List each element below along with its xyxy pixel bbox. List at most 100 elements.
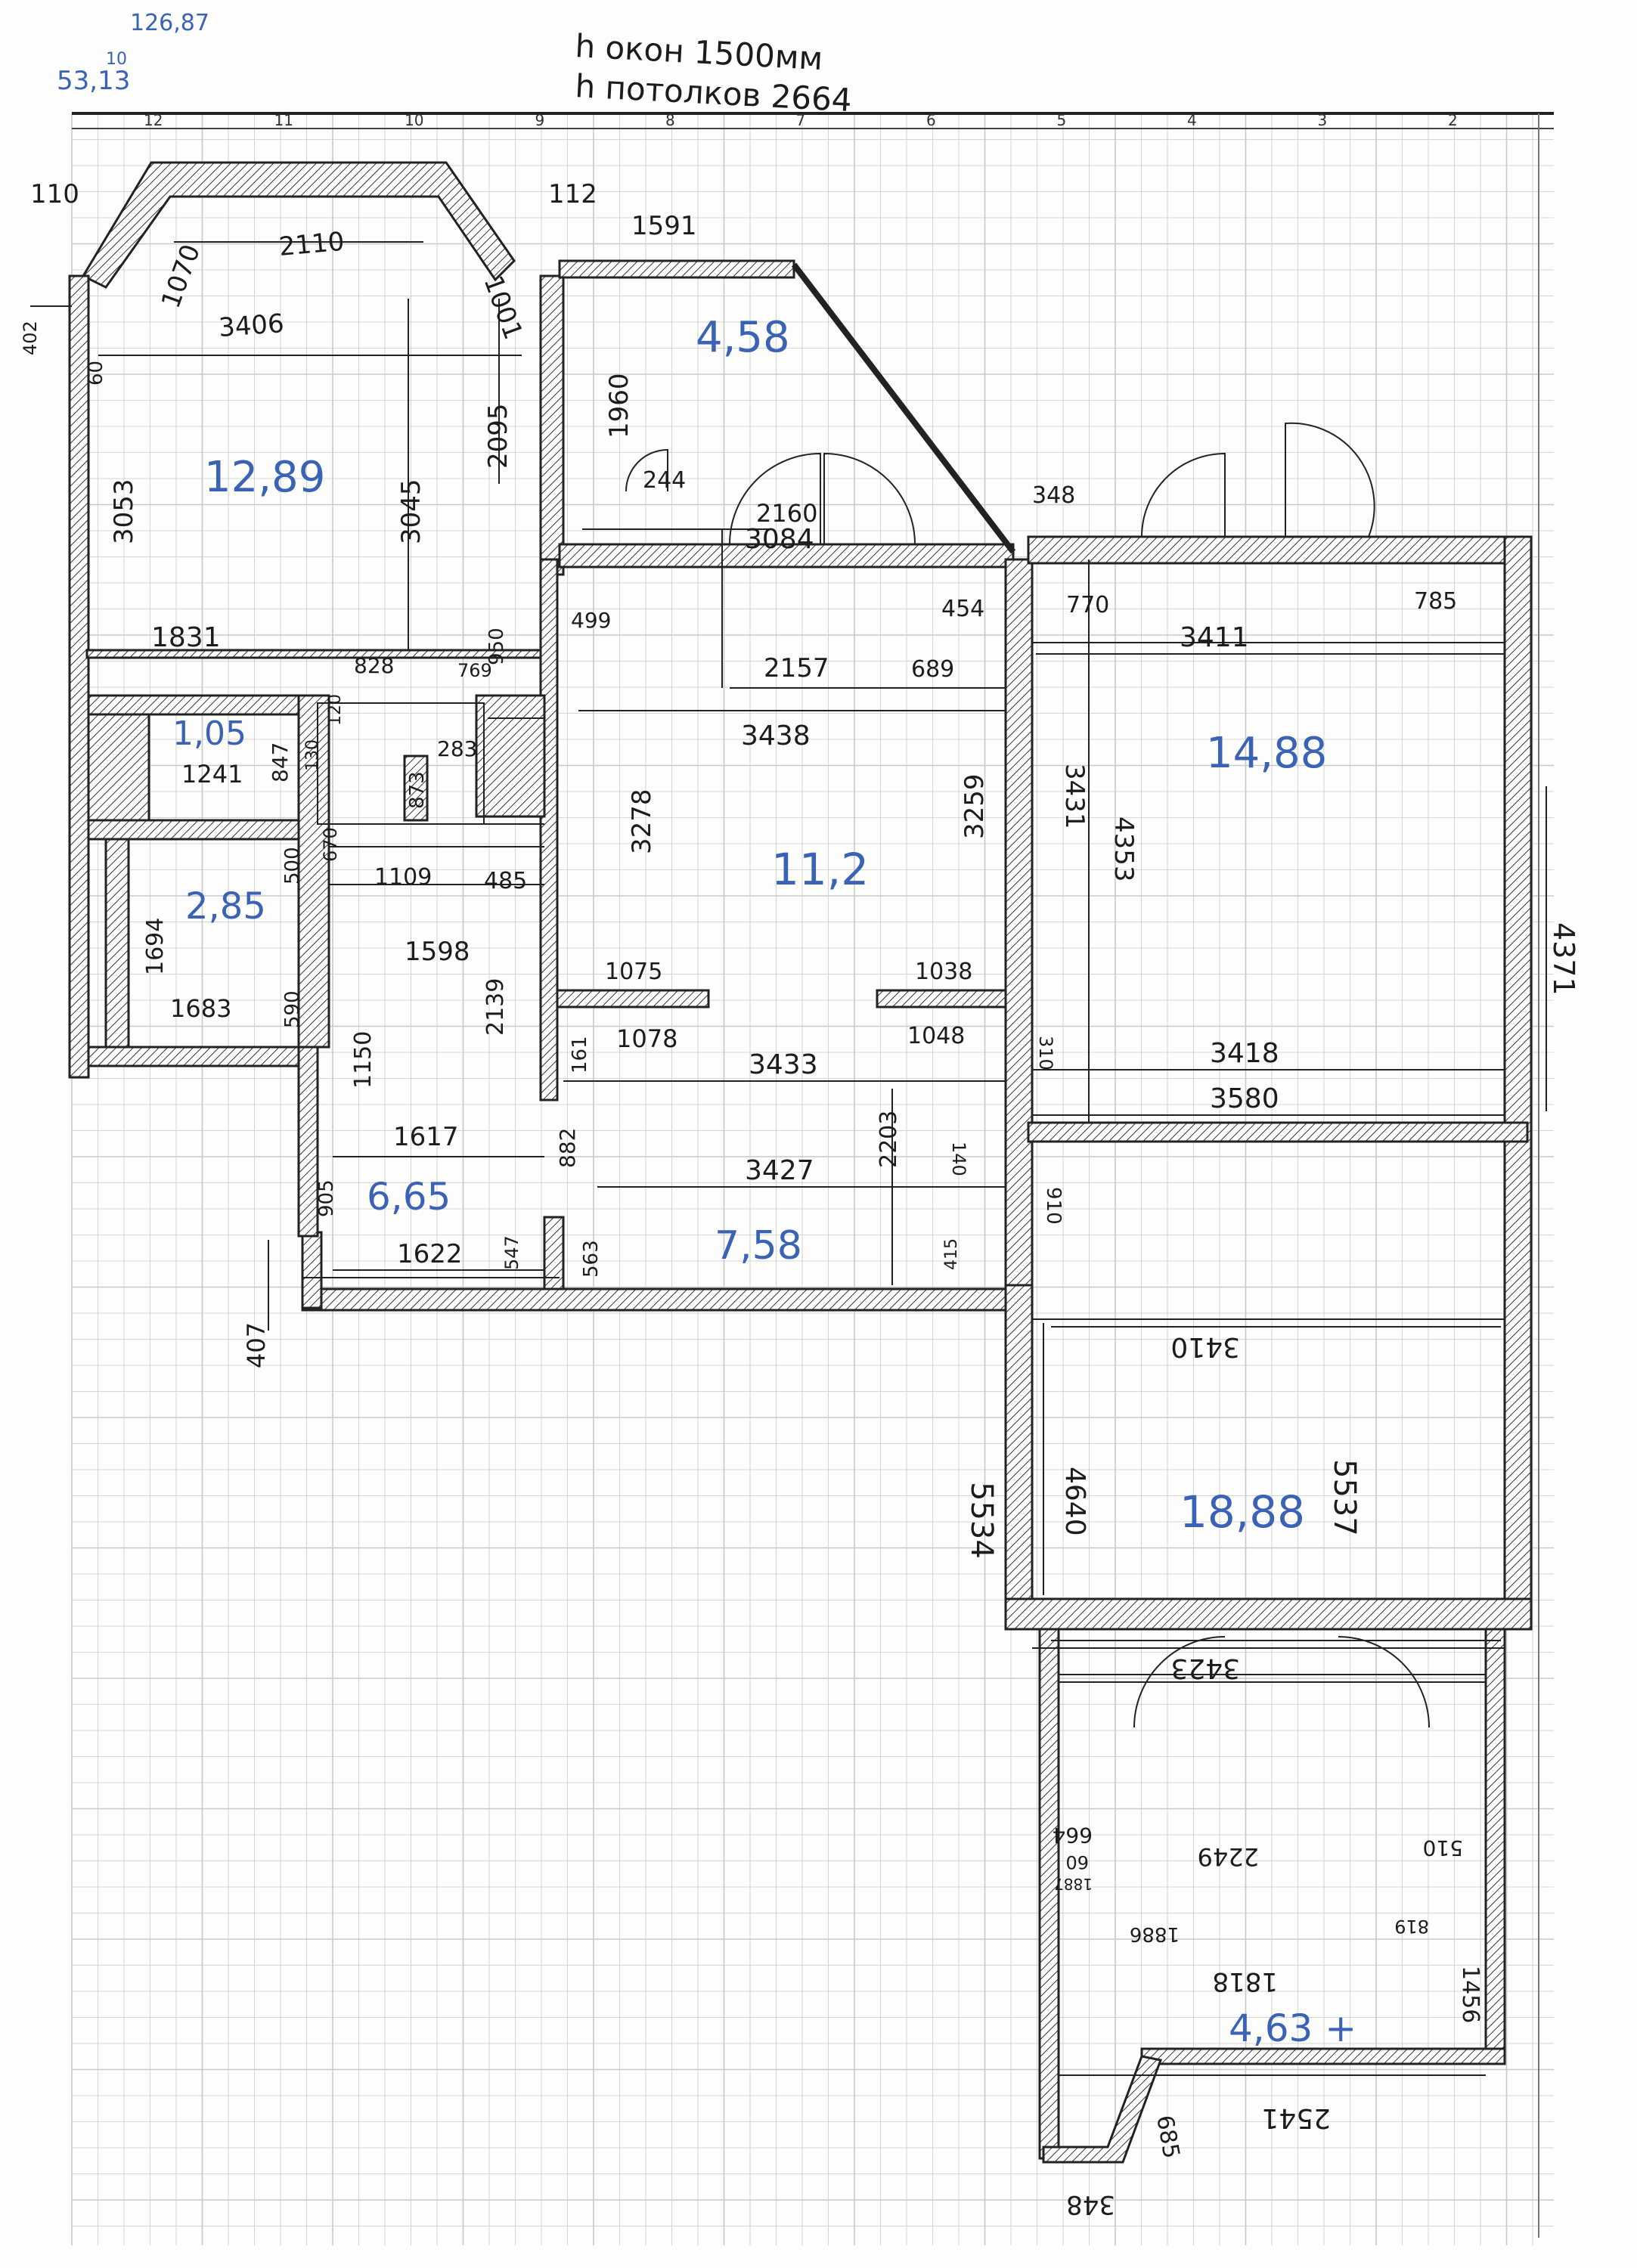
dim-3406: 3406 — [218, 308, 285, 343]
wall-room112-bottom-l — [556, 989, 710, 1009]
dim-4353: 4353 — [1108, 816, 1139, 882]
wall-balcony2-tail — [1042, 2055, 1163, 2164]
wall-balcony1-bottom — [558, 543, 1015, 569]
dim-1683: 1683 — [170, 994, 231, 1023]
dim-130: 130 — [303, 739, 322, 771]
living-area-note: 53,13 — [57, 66, 130, 96]
dim-310: 310 — [1035, 1036, 1056, 1070]
dim-161: 161 — [569, 1036, 591, 1074]
door-balcony2-left — [1133, 1636, 1226, 1728]
wall-bay-right — [539, 274, 565, 576]
wall-bath-wc — [104, 838, 130, 1049]
dim-3053: 3053 — [109, 479, 139, 544]
wall-left-lower — [87, 1046, 317, 1067]
wall-room112-right — [1004, 558, 1034, 1302]
dim-120: 120 — [326, 694, 345, 726]
dim-3278: 3278 — [627, 789, 657, 854]
ruler-number: 6 — [926, 111, 936, 129]
room-areas: 12,89 4,58 1,05 2,85 11,2 14,88 6,65 7,5… — [172, 313, 1356, 2050]
dim-1109: 1109 — [374, 864, 432, 891]
dim-1456: 1456 — [1457, 1966, 1484, 2023]
dim-1591: 1591 — [631, 211, 697, 241]
door-room1488-right — [1285, 422, 1375, 538]
ruler-number: 11 — [274, 111, 293, 129]
wall-bath-right — [297, 694, 330, 1049]
dim-910: 910 — [1042, 1187, 1065, 1225]
dim-1075: 1075 — [605, 959, 662, 985]
dim-5534: 5534 — [964, 1482, 999, 1559]
dim-1622: 1622 — [397, 1239, 463, 1269]
dim-1048: 1048 — [907, 1023, 965, 1049]
dim-664: 664 — [1053, 1823, 1093, 1848]
dim-5537: 5537 — [1327, 1459, 1362, 1536]
dim-402: 402 — [20, 321, 41, 355]
total-area-note: 126,87 — [130, 10, 209, 36]
dim-1078: 1078 — [616, 1024, 677, 1053]
dim-4640: 4640 — [1059, 1467, 1090, 1536]
dim-60b: 60 — [1065, 1851, 1089, 1873]
dim-60: 60 — [85, 361, 107, 386]
dim-770: 770 — [1066, 592, 1109, 618]
dim-244: 244 — [643, 467, 686, 494]
dim-2157: 2157 — [764, 653, 829, 683]
ruler-number: 9 — [535, 111, 545, 129]
room-area-bay: 12,89 — [204, 453, 325, 502]
room-area-room-right-top: 14,88 — [1206, 729, 1327, 778]
dim-140: 140 — [948, 1142, 969, 1176]
wall-room1488-top — [1027, 535, 1529, 565]
dim-882: 882 — [555, 1128, 580, 1168]
dim-1001: 1001 — [478, 271, 529, 343]
dim-563: 563 — [580, 1240, 603, 1278]
door-balcony1-small — [625, 448, 668, 492]
wall-balcony2-left — [1038, 1628, 1060, 2160]
wall-bath-inner — [87, 713, 150, 822]
dim-407: 407 — [242, 1322, 271, 1368]
wall-bath1 — [87, 694, 317, 716]
dim-689: 689 — [911, 656, 954, 683]
dim-2095: 2095 — [483, 403, 513, 469]
dim-500: 500 — [281, 847, 304, 885]
dim-1241: 1241 — [181, 760, 243, 789]
dim-950: 950 — [485, 627, 508, 665]
dim-819: 819 — [1394, 1916, 1429, 1937]
wall-hall-step — [301, 1231, 323, 1309]
dim-847: 847 — [268, 742, 293, 782]
dim-415: 415 — [942, 1238, 961, 1270]
wall-bay-top — [81, 161, 516, 289]
dim-112: 112 — [548, 179, 597, 209]
dim-4371: 4371 — [1547, 922, 1580, 996]
room-area-room-right-bottom: 18,88 — [1180, 1486, 1305, 1538]
wall-left-outer — [68, 274, 90, 1079]
wall-bath2 — [87, 819, 317, 841]
dim-510: 510 — [1423, 1836, 1463, 1861]
dim-3580: 3580 — [1210, 1083, 1279, 1114]
room-area-bath-small: 1,05 — [172, 714, 246, 753]
ruler-number: 7 — [796, 111, 806, 129]
wall-room112-left — [539, 558, 559, 1101]
dim-2110: 2110 — [277, 227, 346, 262]
dim-1960: 1960 — [604, 373, 634, 438]
wall-room1488-bottom — [1027, 1121, 1529, 1143]
walls — [68, 161, 1533, 2164]
dim-1831: 1831 — [151, 622, 221, 653]
dim-1038: 1038 — [915, 959, 972, 985]
dim-3259: 3259 — [960, 773, 990, 839]
dim-3427: 3427 — [745, 1155, 814, 1186]
dim-685: 685 — [1151, 2113, 1184, 2160]
dim-590: 590 — [281, 990, 304, 1028]
dim-1694: 1694 — [142, 918, 169, 975]
door-balcony1-right — [823, 452, 916, 545]
living-area-note-sup: 10 — [106, 50, 127, 69]
ruler-number: 12 — [144, 111, 163, 129]
dim-905: 905 — [315, 1179, 338, 1217]
room-area-hall: 7,58 — [715, 1223, 802, 1269]
wall-corridor-stub — [403, 754, 429, 822]
dim-110: 110 — [30, 179, 79, 209]
room-area-room-middle: 11,2 — [771, 844, 869, 895]
dim-2139: 2139 — [482, 978, 509, 1036]
dim-485: 485 — [484, 868, 527, 894]
dim-1818: 1818 — [1212, 1966, 1278, 1997]
dim-785: 785 — [1414, 588, 1457, 615]
dim-3410: 3410 — [1170, 1331, 1240, 1362]
